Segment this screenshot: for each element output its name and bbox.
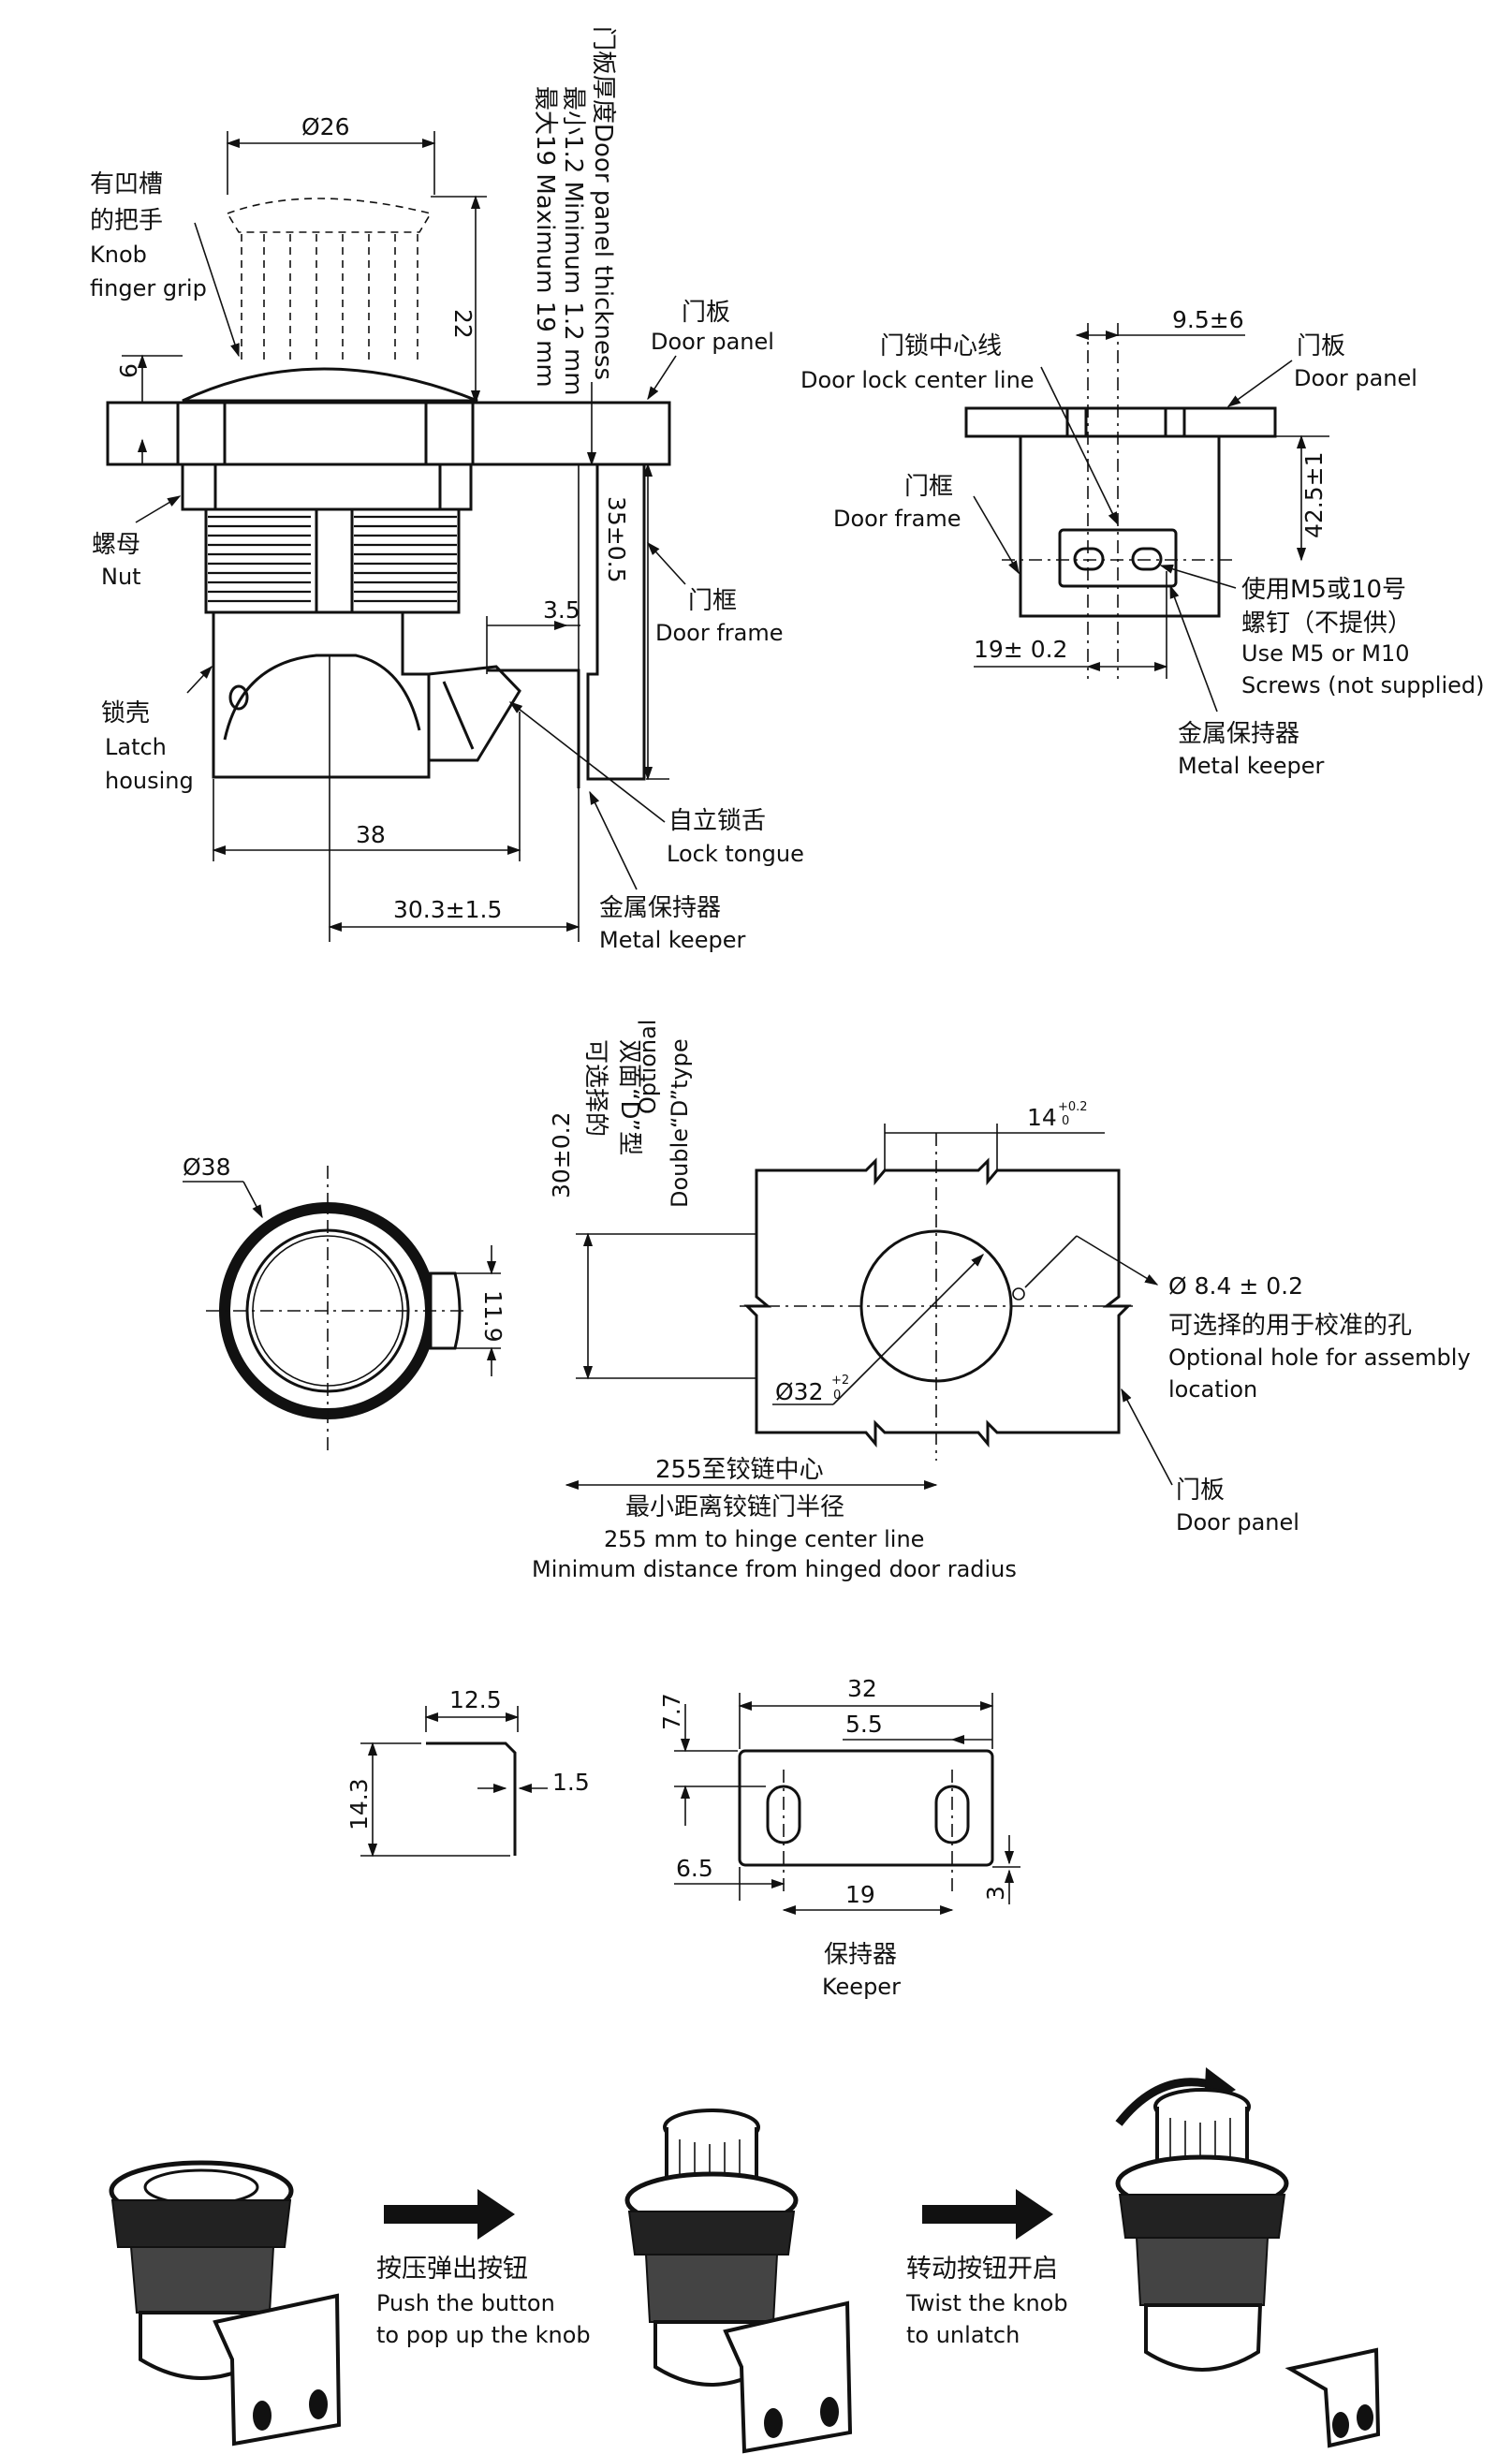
dim-14-tol-lo: 0 — [1062, 1114, 1069, 1128]
lock-tongue-en: Lock tongue — [667, 841, 804, 867]
knob-grip-en-2: finger grip — [90, 275, 207, 301]
hinge-cn-2: 最小距离铰链门半径 — [625, 1493, 844, 1521]
dim-19-keeper: 19 — [845, 1881, 875, 1908]
arrow-right-icon — [922, 2189, 1053, 2240]
door-frame-en: Door frame — [655, 620, 784, 646]
side-view: 9.5±6 门锁中心线 Door lock center line 门板 Doo… — [800, 306, 1484, 779]
door-panel-en: Door panel — [651, 329, 774, 355]
hole-en-2: location — [1168, 1376, 1257, 1403]
dim-12-5: 12.5 — [449, 1686, 502, 1713]
rotate-arrow-icon — [1115, 2078, 1219, 2126]
dim-5-5: 5.5 — [845, 1711, 883, 1738]
side-door-frame-en: Door frame — [833, 506, 962, 532]
step1-en-1: Push the button — [376, 2290, 555, 2316]
metal-keeper-en: Metal keeper — [599, 927, 745, 953]
dim-19-side: 19± 0.2 — [974, 636, 1067, 663]
optional-en: Optional — [635, 1020, 661, 1114]
door-panel-cn: 门板 — [682, 299, 730, 327]
keeper-caption-en: Keeper — [822, 1974, 901, 2000]
dim-14-3: 14.3 — [345, 1778, 373, 1830]
dim-hole: Ø 8.4 ± 0.2 — [1168, 1272, 1303, 1300]
latch-illustration-3 — [1115, 2067, 1381, 2448]
side-keeper-en: Metal keeper — [1178, 753, 1324, 779]
dim-14: 14 — [1027, 1104, 1057, 1131]
double-d-cn: 双面“D”型 — [615, 1039, 643, 1155]
cut-door-panel-cn: 门板 — [1176, 1477, 1225, 1505]
side-door-panel-en: Door panel — [1294, 365, 1417, 391]
metal-keeper-cn: 金属保持器 — [599, 894, 721, 922]
side-door-panel-cn: 门板 — [1297, 332, 1345, 360]
latch-en-1: Latch — [105, 734, 167, 760]
dim-30-3: 30.3±1.5 — [393, 896, 502, 923]
dim-32-cut: Ø32 — [775, 1378, 824, 1405]
side-door-frame-cn: 门框 — [904, 473, 953, 501]
dim-22: 22 — [449, 309, 477, 339]
knob-grip-en-1: Knob — [90, 242, 147, 268]
screws-cn-1: 使用M5或10号 — [1241, 576, 1406, 604]
step1-en-2: to pop up the knob — [376, 2322, 591, 2348]
latch-illustration-2 — [624, 2109, 853, 2454]
hole-cn: 可选择的用于校准的孔 — [1168, 1312, 1412, 1340]
step2-cn: 转动按钮开启 — [906, 2255, 1058, 2284]
step2-en-1: Twist the knob — [905, 2290, 1068, 2316]
hinge-cn-1: 255至铰链中心 — [655, 1456, 824, 1484]
dim-32-keeper: 32 — [847, 1675, 877, 1702]
door-thickness-label: 门板厚度Door panel thickness — [589, 26, 617, 380]
dim-30-cut: 30±0.2 — [548, 1111, 575, 1198]
dim-32-tol-up: +2 — [831, 1374, 849, 1388]
latch-cn: 锁壳 — [101, 699, 150, 727]
dim-9-5: 9.5±6 — [1172, 306, 1244, 333]
hole-en-1: Optional hole for assembly — [1168, 1345, 1471, 1371]
latch-illustration-1 — [109, 2160, 342, 2447]
door-thickness-max: 最大19 Maximum 19 mm — [531, 86, 559, 388]
panel-cutout-view: 30±0.2 可选择的 双面“D”型 Optional Double“D”typ… — [532, 1020, 1471, 1582]
keeper-caption-cn: 保持器 — [824, 1941, 897, 1969]
dim-6-5: 6.5 — [676, 1855, 713, 1882]
screws-cn-2: 螺钉（不提供） — [1241, 610, 1412, 638]
dim-32-tol-lo: 0 — [833, 1389, 841, 1403]
screws-en-2: Screws (not supplied) — [1241, 672, 1484, 698]
side-keeper-cn: 金属保持器 — [1178, 720, 1299, 748]
lock-tongue-cn: 自立锁舌 — [668, 807, 766, 835]
knob-grip-cn-2: 的把手 — [90, 207, 163, 235]
dim-35: 35±0.5 — [603, 496, 630, 583]
double-d-en: Double“D”type — [667, 1038, 693, 1208]
step2-en-2: to unlatch — [906, 2322, 1020, 2348]
keeper-view: 12.5 1.5 14.3 32 5.5 7.7 6.5 19 — [345, 1675, 1020, 2000]
dim-6: 6 — [115, 363, 142, 378]
dim-42-5: 42.5±1 — [1300, 451, 1328, 538]
center-line-cn: 门锁中心线 — [880, 332, 1002, 360]
center-line-en: Door lock center line — [800, 367, 1035, 393]
nut-cn: 螺母 — [92, 531, 140, 559]
screws-en-1: Use M5 or M10 — [1241, 640, 1410, 667]
optional-cn: 可选择的 — [581, 1039, 609, 1137]
arrow-right-icon — [384, 2189, 515, 2240]
front-section-view: Ø26 门板厚度Door panel thickness 最小1.2 Minim… — [90, 26, 804, 953]
door-thickness-min: 最小1.2 Minimum 1.2 mm — [559, 86, 587, 396]
top-view: Ø38 11.9 — [183, 1154, 506, 1451]
dim-11-9: 11.9 — [479, 1290, 506, 1343]
nut-en: Nut — [101, 564, 141, 590]
step1-cn: 按压弹出按钮 — [376, 2255, 528, 2284]
dim-3-5: 3.5 — [543, 596, 580, 624]
knob-grip-cn-1: 有凹槽 — [90, 170, 163, 198]
door-frame-cn: 门框 — [688, 587, 737, 615]
dim-1-5: 1.5 — [552, 1769, 590, 1796]
dim-38: 38 — [356, 821, 386, 848]
hinge-en-2: Minimum distance from hinged door radius — [532, 1556, 1017, 1582]
dim-7-7: 7.7 — [658, 1693, 685, 1730]
dim-3: 3 — [982, 1886, 1009, 1901]
dim-knob-diameter: Ø26 — [301, 113, 350, 140]
cut-door-panel-en: Door panel — [1176, 1509, 1299, 1536]
dim-top-38: Ø38 — [183, 1154, 231, 1181]
latch-en-2: housing — [105, 768, 194, 794]
operation-steps: 按压弹出按钮 Push the button to pop up the kno… — [109, 2067, 1381, 2454]
dim-14-tol-up: +0.2 — [1058, 1100, 1088, 1114]
hinge-en-1: 255 mm to hinge center line — [604, 1526, 924, 1552]
